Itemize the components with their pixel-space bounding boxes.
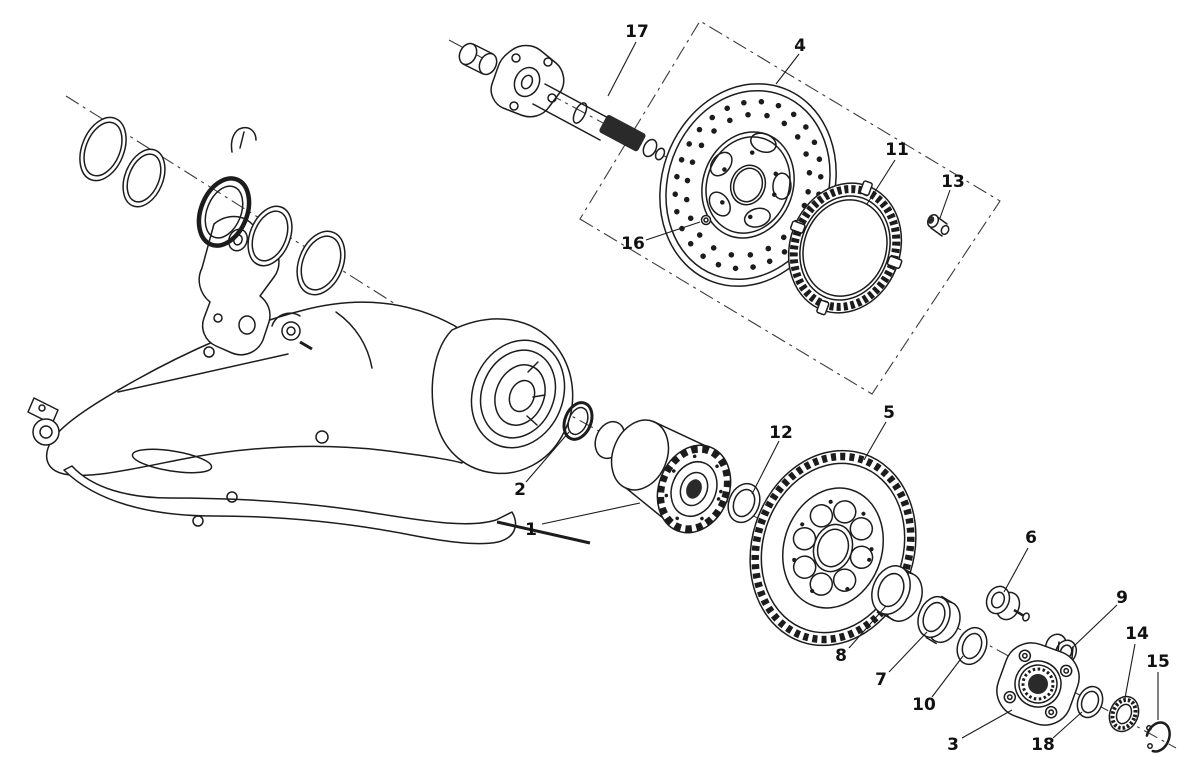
callout-label-1: 1 — [525, 520, 537, 540]
spacer-8-drawing — [871, 565, 923, 622]
callout-label-13: 13 — [941, 172, 965, 192]
callout-label-11: 11 — [885, 140, 909, 160]
leader-line — [866, 159, 896, 205]
callout-15: 15 — [1146, 652, 1170, 720]
callout-label-14: 14 — [1125, 624, 1149, 644]
callouts: 17 4 11 13 16 2 1 12 5 8 7 10 6 9 3 18 1… — [514, 22, 1170, 755]
callout-13: 13 — [939, 172, 965, 219]
leader-line — [525, 431, 570, 483]
callout-10: 10 — [912, 655, 964, 715]
sprocket-drawing — [749, 449, 917, 647]
callout-8: 8 — [835, 605, 887, 666]
callout-label-15: 15 — [1146, 652, 1170, 672]
leader-line — [645, 221, 701, 241]
leader-line — [863, 421, 887, 461]
callout-18: 18 — [1031, 711, 1083, 755]
callout-2: 2 — [514, 431, 570, 500]
callout-label-10: 10 — [912, 695, 936, 715]
callout-6: 6 — [1003, 528, 1037, 593]
hub-drawing — [594, 419, 732, 534]
callout-4: 4 — [775, 36, 806, 85]
callout-label-3: 3 — [947, 735, 959, 755]
screw-drawing — [926, 214, 950, 237]
cap-6-drawing — [985, 585, 1030, 622]
leader-line — [939, 189, 951, 219]
flange-3-drawing — [996, 642, 1080, 726]
swingarm-drawing — [27, 301, 591, 545]
oring-drawing — [562, 401, 594, 441]
leader-line — [888, 631, 928, 673]
callout-14: 14 — [1124, 624, 1149, 699]
leader-line — [931, 655, 964, 698]
leader-line — [961, 709, 1013, 739]
circlip-15-drawing — [1145, 721, 1171, 753]
leader-line — [1003, 547, 1029, 593]
leader-line — [751, 440, 780, 495]
ring-nut-14-drawing — [1108, 695, 1140, 733]
disc-pin-drawing — [700, 214, 712, 226]
callout-label-5: 5 — [883, 403, 895, 423]
callout-label-4: 4 — [794, 36, 806, 56]
callout-label-9: 9 — [1116, 588, 1128, 608]
callout-label-16: 16 — [621, 234, 645, 254]
leader-line — [1052, 711, 1083, 739]
leader-line — [541, 502, 641, 525]
callout-label-6: 6 — [1025, 528, 1037, 548]
callout-label-17: 17 — [625, 22, 649, 42]
callout-11: 11 — [866, 140, 909, 205]
callout-16: 16 — [621, 221, 701, 254]
bearing-rings-drawing — [79, 116, 346, 296]
leader-line — [1124, 643, 1136, 699]
abs-sensor-ring-drawing — [787, 180, 903, 316]
callout-label-8: 8 — [835, 646, 847, 666]
callout-label-7: 7 — [875, 670, 887, 690]
callout-1: 1 — [525, 502, 641, 540]
callout-9: 9 — [1071, 588, 1128, 649]
leader-line — [607, 41, 637, 97]
leader-line — [848, 605, 887, 649]
callout-12: 12 — [751, 423, 793, 495]
bush-7-drawing — [917, 595, 961, 645]
callout-5: 5 — [863, 403, 895, 461]
washer-10-drawing — [956, 626, 988, 666]
wheel-spindle-drawing — [458, 42, 666, 161]
leader-line — [1071, 604, 1118, 649]
callout-7: 7 — [875, 631, 928, 690]
washer-18-drawing — [1076, 685, 1104, 719]
callout-label-18: 18 — [1031, 735, 1055, 755]
callout-label-12: 12 — [769, 423, 793, 443]
callout-label-2: 2 — [514, 480, 526, 500]
callout-3: 3 — [947, 709, 1013, 755]
leader-line — [775, 53, 800, 85]
callout-17: 17 — [607, 22, 649, 97]
